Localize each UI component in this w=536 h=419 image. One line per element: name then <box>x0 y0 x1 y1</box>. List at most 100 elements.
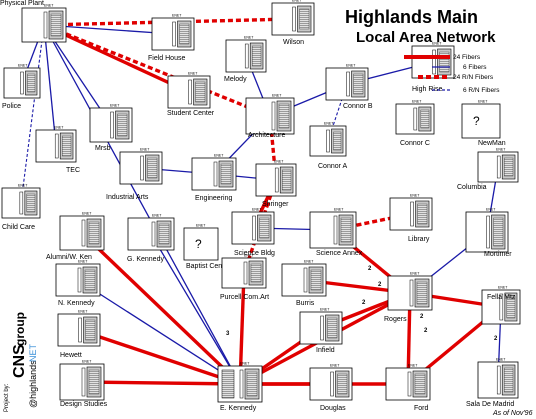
patch-panel-icon <box>78 317 82 343</box>
patch-panel-icon <box>243 261 248 285</box>
patch-panel-icon <box>326 129 330 153</box>
port-label: ENET <box>346 64 356 68</box>
patch-panel-icon <box>151 221 156 247</box>
port-label: ENET <box>320 308 330 312</box>
patch-panel-icon <box>239 369 244 399</box>
port-label: ENET <box>304 260 314 264</box>
building-label: Police <box>2 103 21 110</box>
port-label: ENET <box>272 94 282 98</box>
building-label: Connor C <box>400 140 430 147</box>
building-architecture[interactable]: ENET Architecture <box>245 94 295 140</box>
patch-panel-icon <box>333 215 338 245</box>
port-label: ENET <box>54 126 64 130</box>
patch-panel-icon <box>110 111 114 139</box>
building-douglas[interactable]: ENET Douglas <box>309 364 353 413</box>
building-label: Architecture <box>248 132 285 139</box>
building-label: Douglas <box>320 405 346 412</box>
hub-module-icon <box>416 281 428 305</box>
hub-module-icon <box>88 369 100 395</box>
hub-module-icon <box>506 295 516 319</box>
building-label: Child Care <box>2 224 35 231</box>
patch-panel-icon <box>20 71 24 95</box>
building-label: Baptist Center <box>186 263 231 270</box>
legend-label-24-fibers: 24 Fibers <box>453 54 481 61</box>
hub-module-icon <box>195 81 206 103</box>
hub-module-icon <box>340 217 352 243</box>
port-label: ENET <box>196 224 206 228</box>
building-label: Columbia <box>457 184 487 191</box>
building-label: Hewett <box>60 352 82 359</box>
port-label: ENET <box>330 364 340 368</box>
title-line-1: Highlands Main <box>345 7 478 27</box>
hub-module-icon <box>414 373 426 395</box>
link-physical-plant-to-architecture <box>43 23 271 118</box>
patch-panel-icon <box>172 21 176 47</box>
port-label: ENET <box>292 0 302 3</box>
building-label: Design Studies <box>60 401 108 408</box>
fiber-count-label: 2 <box>368 266 372 272</box>
hub-module-icon <box>333 131 342 151</box>
port-label: ENET <box>496 358 506 362</box>
building-label: Physical Plant <box>0 0 44 7</box>
building-label: High Rise <box>412 86 442 93</box>
link-n-kennedy-to-e-kennedy <box>77 279 241 385</box>
building-label: Engineering <box>195 195 232 202</box>
patch-panel-icon <box>19 191 24 215</box>
hub-module-icon <box>158 223 170 245</box>
hub-module-icon <box>439 51 450 73</box>
building-label: Science Bldg <box>234 250 275 257</box>
patch-panel-icon <box>252 215 256 241</box>
building-tec[interactable]: ENET TEC <box>35 126 80 175</box>
building-police[interactable]: ENET Police <box>2 64 41 111</box>
port-label: ENET <box>18 184 28 188</box>
port-label: ENET <box>244 254 254 258</box>
port-label: ENET <box>78 310 88 314</box>
equipment-box <box>461 103 501 139</box>
project-credit: Project by: CNS group @highlands NET <box>4 312 38 412</box>
building-child-care[interactable]: ENET Child Care <box>1 184 41 232</box>
hub-module-icon <box>250 263 262 283</box>
legend: 24 Fibers 6 Fibers 24 R/N Fibers 6 R/N F… <box>404 54 500 94</box>
building-label: TEC <box>66 167 80 174</box>
port-label: ENET <box>18 64 28 68</box>
hub-module-icon <box>85 319 96 341</box>
hub-module-icon <box>84 269 96 291</box>
hub-module-icon <box>327 317 338 339</box>
building-hewett[interactable]: ENET Hewett <box>57 310 101 360</box>
port-label: ENET <box>244 36 254 40</box>
building-label: Field House <box>148 55 185 62</box>
building-label: Connor A <box>318 163 348 170</box>
